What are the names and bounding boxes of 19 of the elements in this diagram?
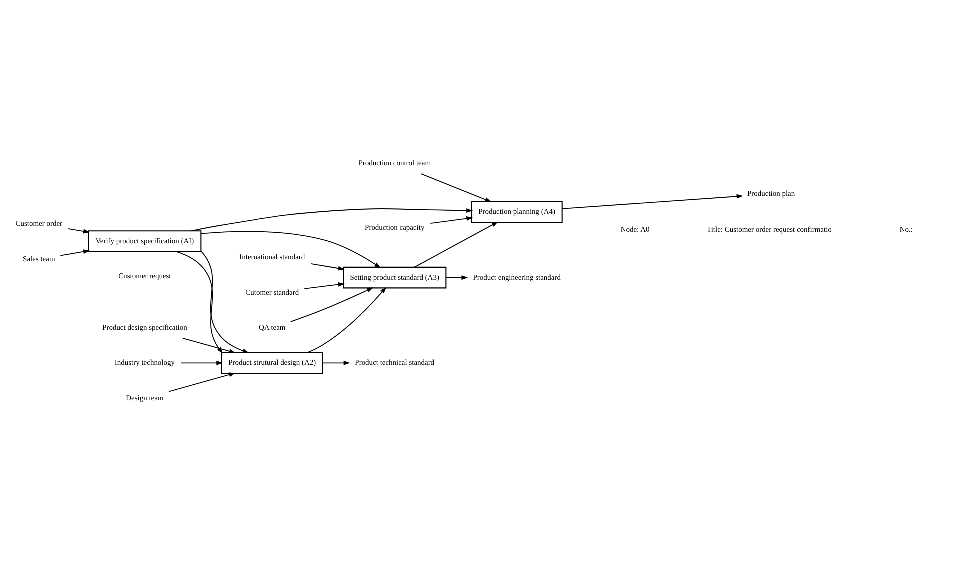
arrow (290, 287, 374, 322)
arrow (420, 173, 492, 202)
arrow (60, 249, 90, 256)
arrow (68, 228, 90, 234)
arrow (180, 360, 224, 365)
arrow (168, 372, 236, 392)
arrow (310, 263, 345, 270)
arrow (200, 250, 250, 353)
arrow (322, 360, 350, 365)
arrow (304, 282, 345, 289)
arrow (446, 275, 468, 280)
arrow (176, 250, 224, 354)
arrow (182, 337, 236, 354)
arrow (191, 208, 474, 232)
arrow (200, 230, 381, 268)
arrow (414, 221, 498, 268)
arrow (562, 194, 744, 209)
arrow (430, 216, 474, 224)
arrow (307, 286, 387, 353)
